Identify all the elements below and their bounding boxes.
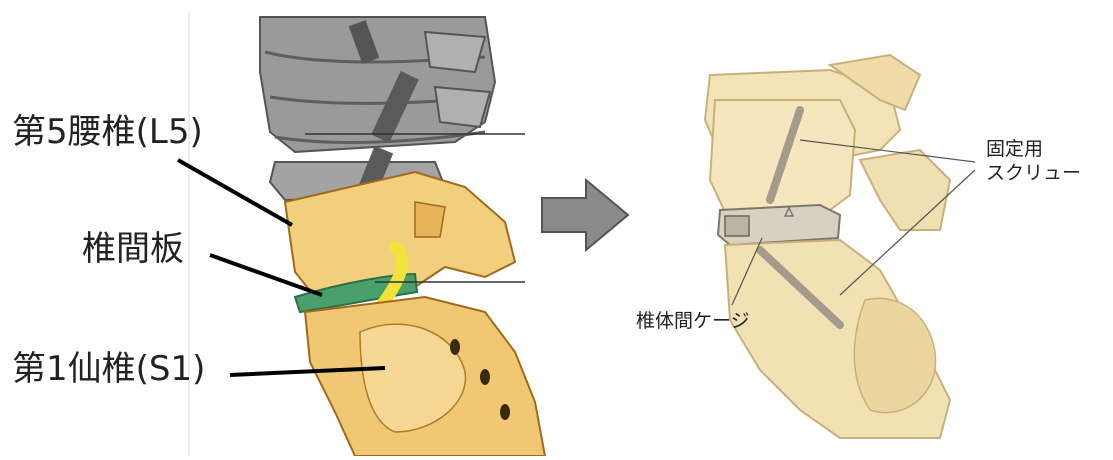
label-cage: 椎体間ケージ [636, 311, 750, 333]
pointer-line-s1 [230, 368, 385, 375]
pointer-line-disc [210, 255, 322, 295]
fusion-drawing [690, 40, 1113, 440]
label-screw-line2: スクリュー [986, 163, 1081, 185]
pointer-line-l5 [178, 160, 292, 225]
interbody-cage [718, 205, 840, 245]
label-screw-line1: 固定用 [986, 139, 1043, 161]
fusion-illustration-right [690, 40, 1113, 440]
right-arrow-icon [540, 178, 630, 252]
